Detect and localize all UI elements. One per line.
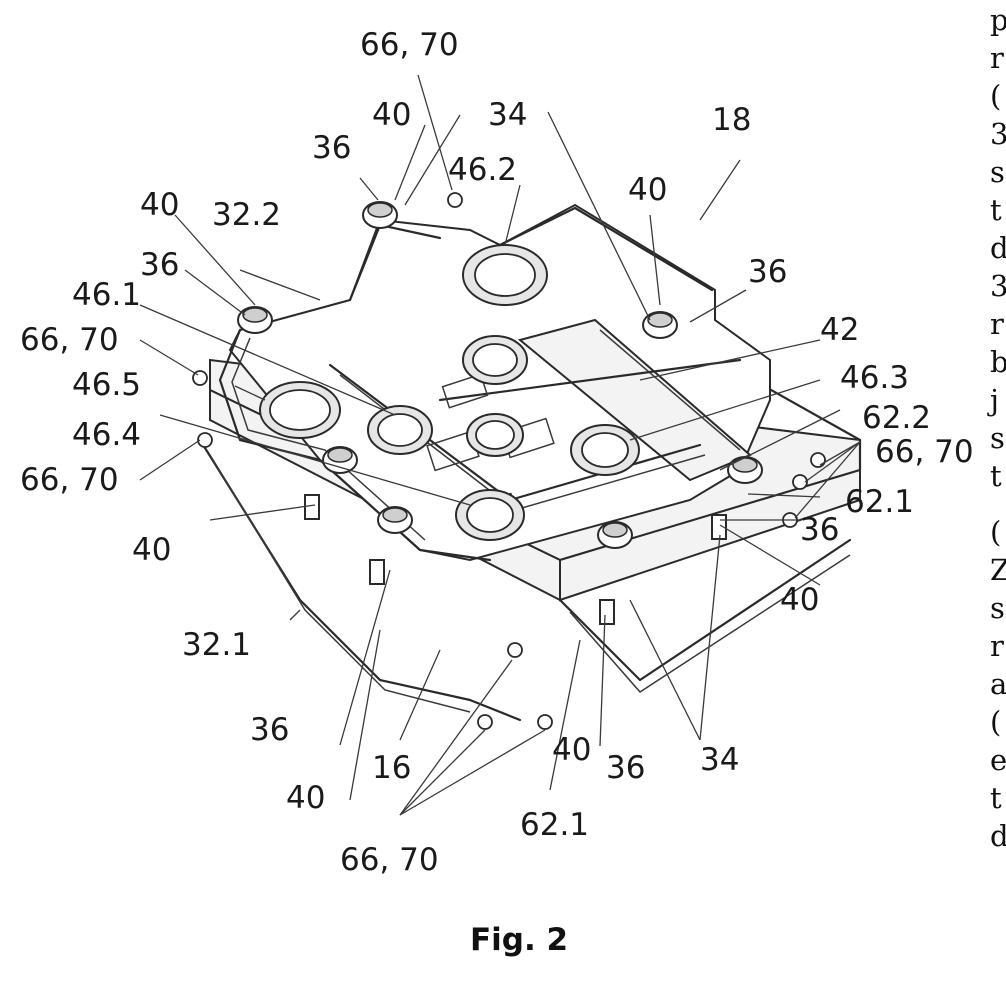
label-66-70: 66, 70 (20, 322, 119, 358)
side-text-fragment: d (990, 819, 1006, 853)
standoff-40 (370, 560, 384, 584)
label-40: 40 (132, 532, 171, 568)
label-40: 40 (372, 97, 411, 133)
label-66-70: 66, 70 (360, 27, 459, 63)
bolt-36 (363, 202, 397, 228)
label-34: 34 (700, 742, 739, 778)
side-text-fragment: r (990, 629, 1004, 663)
bolt-36 (728, 457, 762, 483)
label-62-1: 62.1 (520, 807, 589, 843)
label-62-2: 62.2 (862, 400, 931, 436)
side-text-fragment: r (990, 307, 1004, 341)
label-34: 34 (488, 97, 527, 133)
side-text-fragment: j (987, 383, 999, 417)
label-40: 40 (286, 780, 325, 816)
label-18: 18 (712, 102, 751, 138)
label-36: 36 (800, 512, 839, 548)
side-text-fragment: r (990, 41, 1004, 75)
side-text-fragment: s (990, 155, 1005, 189)
side-text-fragment: s (990, 591, 1005, 625)
label-36: 36 (606, 750, 645, 786)
bolt-36 (598, 522, 632, 548)
label-66-70: 66, 70 (340, 842, 439, 878)
side-text-fragment: ( (990, 79, 1001, 113)
label-46-1: 46.1 (72, 277, 141, 313)
label-40: 40 (628, 172, 667, 208)
label-40: 40 (140, 187, 179, 223)
label-66-70: 66, 70 (875, 434, 974, 470)
label-40: 40 (780, 582, 819, 618)
label-66-70: 66, 70 (20, 462, 119, 498)
pin-66-70 (538, 715, 552, 729)
label-46-3: 46.3 (840, 360, 909, 396)
side-text-fragment: t (990, 781, 1002, 815)
label-36: 36 (312, 130, 351, 166)
label-42: 42 (820, 312, 859, 348)
side-text-fragment: b (990, 345, 1006, 379)
label-36: 36 (250, 712, 289, 748)
label-62-1: 62.1 (845, 484, 914, 520)
side-text-fragment: ( (990, 515, 1001, 549)
label-46-5: 46.5 (72, 367, 141, 403)
label-36: 36 (748, 254, 787, 290)
label-36: 36 (140, 247, 179, 283)
side-text-fragment: p (990, 3, 1006, 37)
pin-66-70 (811, 453, 825, 467)
side-text-fragment: ( (990, 705, 1001, 739)
pin-66-70 (448, 193, 462, 207)
side-text-fragment: 3 (990, 117, 1006, 151)
pin-66-70 (198, 433, 212, 447)
standoff-40 (305, 495, 319, 519)
label-46-2: 46.2 (448, 152, 517, 188)
pin-66-70 (478, 715, 492, 729)
side-text-fragment: s (990, 421, 1005, 455)
label-32-1: 32.1 (182, 627, 251, 663)
pin-66-70 (508, 643, 522, 657)
side-text-fragment: d (990, 231, 1006, 265)
label-16: 16 (372, 750, 411, 786)
side-text-fragment: t (990, 193, 1002, 227)
label-40: 40 (552, 732, 591, 768)
pin-66-70 (793, 475, 807, 489)
figure-caption: Fig. 2 (470, 922, 568, 958)
side-text-fragment: e (990, 743, 1006, 777)
side-text-fragment: t (990, 459, 1002, 493)
bolt-36 (238, 307, 272, 333)
side-text-fragment: Z (990, 553, 1006, 587)
bolt-36 (378, 507, 412, 533)
side-text-fragment: 3 (990, 269, 1006, 303)
side-text-column: p r ( 3 s t d 3 r b j s t ( Z s r a ( e … (987, 3, 1006, 853)
label-32-2: 32.2 (212, 197, 281, 233)
bolt-36 (323, 447, 357, 473)
label-46-4: 46.4 (72, 417, 141, 453)
standoff-40 (600, 600, 614, 624)
side-text-fragment: a (990, 667, 1006, 701)
